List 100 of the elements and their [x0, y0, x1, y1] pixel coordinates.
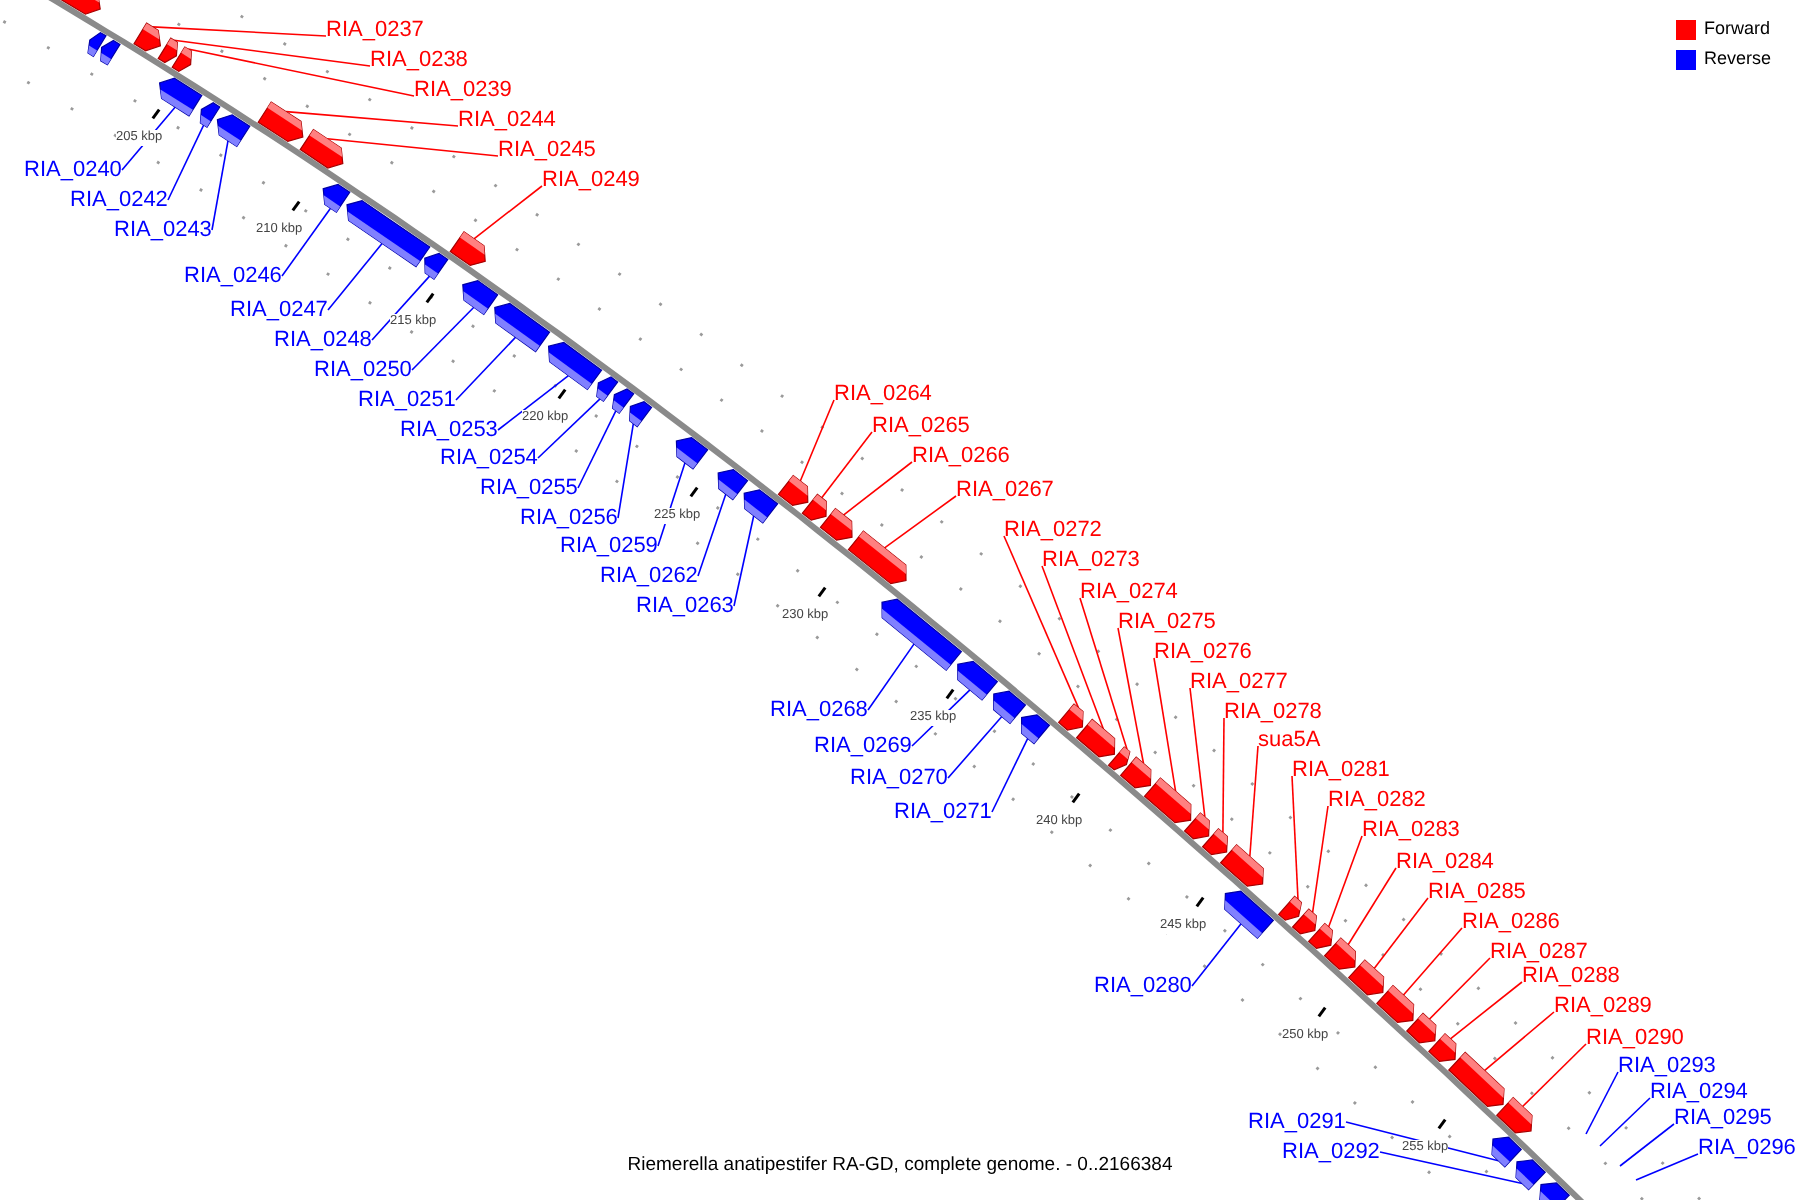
gene-block [629, 400, 653, 428]
gene-block [494, 302, 551, 353]
gene-label: RIA_0274 [1080, 578, 1178, 606]
leader-line [326, 137, 499, 157]
gene-label: RIA_0281 [1292, 756, 1390, 784]
gene-label: sua5A [1258, 726, 1321, 754]
leader-line [991, 737, 1029, 813]
gene-label: RIA_0293 [1618, 1052, 1716, 1080]
gene-block [1291, 908, 1318, 935]
leader-line [799, 399, 835, 482]
gene-label: RIA_0238 [370, 46, 468, 74]
gene-block [322, 183, 351, 214]
gene-label: RIA_0264 [834, 380, 932, 408]
gene-label: RIA_0270 [850, 764, 948, 792]
gene-label: RIA_0294 [1650, 1078, 1748, 1106]
leader-line [281, 207, 332, 277]
gene-block [1495, 1096, 1533, 1134]
gene-block [1447, 1051, 1505, 1108]
leader-line [1117, 627, 1145, 765]
leader-line [1222, 717, 1225, 834]
gene-block [1075, 718, 1116, 758]
gene-label: RIA_0250 [314, 356, 412, 384]
gene-label: RIA_0262 [600, 562, 698, 590]
gene-label: RIA_0248 [274, 326, 372, 354]
gene-block [1307, 922, 1334, 950]
leader-line [1345, 1121, 1500, 1162]
gene-block [299, 128, 344, 169]
gene-block [216, 114, 251, 148]
gene-block [1405, 1012, 1437, 1044]
gene-block [1219, 843, 1264, 887]
gene-label: RIA_0291 [1248, 1108, 1346, 1136]
gene-label: RIA_0284 [1396, 848, 1494, 876]
gene-label: RIA_0255 [480, 474, 578, 502]
gene-block [717, 468, 749, 501]
gene-label: RIA_0292 [1282, 1138, 1380, 1166]
leader-line [1585, 1071, 1619, 1135]
leader-line [733, 514, 755, 607]
gene-block [158, 77, 203, 117]
gene-label: RIA_0240 [24, 156, 122, 184]
gene-block [1347, 959, 1385, 996]
gene-label: RIA_0286 [1462, 908, 1560, 936]
gene-label: RIA_0256 [520, 504, 618, 532]
leader-line [577, 409, 617, 489]
gene-label: RIA_0245 [498, 136, 596, 164]
gene-block [1491, 1136, 1523, 1168]
gene-label: RIA_0288 [1522, 962, 1620, 990]
gene-label: RIA_0263 [636, 592, 734, 620]
gene-label: RIA_0254 [440, 444, 538, 472]
gene-label: RIA_0296 [1698, 1134, 1796, 1162]
gene-label: RIA_0268 [770, 696, 868, 724]
leader-line [497, 374, 570, 431]
leader-line [617, 422, 635, 519]
gene-label: RIA_0265 [872, 412, 970, 440]
leader-line [327, 242, 384, 311]
gene-label: RIA_0266 [912, 442, 1010, 470]
gene-block [1119, 756, 1152, 789]
gene-block [1143, 777, 1192, 824]
gene-block [881, 598, 963, 672]
leader-line [1249, 745, 1259, 858]
leader-line [1189, 687, 1206, 818]
gene-label: RIA_0287 [1490, 938, 1588, 966]
gene-block [171, 46, 193, 73]
legend-label: Forward [1704, 18, 1771, 40]
gene-label: RIA_0251 [358, 386, 456, 414]
gene-label: RIA_0243 [114, 216, 212, 244]
gene-block [675, 436, 709, 470]
gene-block [1224, 890, 1275, 940]
gene-block [1427, 1032, 1457, 1063]
gene-block [346, 199, 431, 268]
gene-block [993, 690, 1027, 725]
gene-label: RIA_0277 [1190, 668, 1288, 696]
gene-block [462, 279, 499, 316]
gene-block [1277, 895, 1303, 921]
gene-label: RIA_0272 [1004, 516, 1102, 544]
leader-line [1191, 922, 1242, 987]
leader-line [1311, 805, 1329, 914]
gene-label: RIA_0271 [894, 798, 992, 826]
leader-line [1003, 535, 1080, 709]
leader-line [371, 275, 431, 341]
leader-line [697, 493, 727, 577]
gene-block [59, 0, 101, 15]
legend-label: Reverse [1704, 48, 1772, 70]
gene-label: RIA_0269 [814, 732, 912, 760]
gene-label: RIA_0242 [70, 186, 168, 214]
gene-block [1375, 984, 1415, 1024]
leader-line [1327, 835, 1363, 928]
leader-line [285, 110, 459, 127]
leader-line [121, 106, 177, 171]
leader-line [173, 39, 371, 67]
gene-block [1515, 1159, 1547, 1191]
gene-block [1323, 937, 1356, 970]
gene-label: RIA_0259 [560, 532, 658, 560]
leader-line [537, 398, 601, 459]
leader-line [411, 306, 475, 371]
leader-line [1635, 1153, 1699, 1181]
gene-block [1183, 812, 1210, 840]
leader-line [1619, 1123, 1675, 1167]
gene-label: RIA_0276 [1154, 638, 1252, 666]
gene-label: RIA_0289 [1554, 992, 1652, 1020]
gene-block [133, 22, 162, 52]
